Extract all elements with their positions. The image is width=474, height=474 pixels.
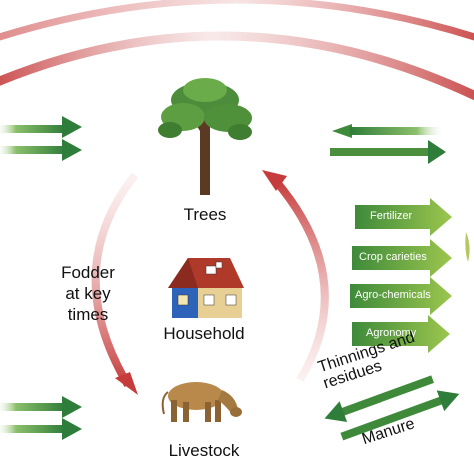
input-label-fertilizer: Fertilizer: [370, 210, 413, 222]
input-label-agro-chemicals: Agro-chemicals: [355, 289, 431, 301]
tree-icon: [158, 78, 252, 195]
cycle-arrow-left: [91, 172, 139, 388]
node-label-trees: Trees: [183, 205, 227, 224]
edge-leaf: [465, 232, 470, 262]
input-arrow-fertilizer: [355, 198, 452, 236]
cycle-arrowhead-right: [262, 170, 287, 191]
input-label-crop-varieties: Crop carieties: [359, 251, 427, 263]
input-arrow-agronomy: [352, 315, 450, 353]
input-label-agronomy: Agronomy: [366, 327, 417, 339]
left-arrows-bottom: [0, 396, 82, 440]
node-label-household: Household: [163, 324, 245, 343]
input-arrow-crop-varieties: [352, 239, 452, 277]
outer-arc-top: [0, 0, 474, 41]
cycle-label-fodder: Fodder at key times: [61, 263, 115, 324]
right-arrows-top: [330, 124, 446, 164]
cycle-arrowhead-left: [115, 372, 138, 395]
outer-arc-lower: [0, 31, 474, 101]
cow-icon: [161, 382, 242, 422]
cycle-arrow-right: [271, 177, 329, 383]
input-arrows: [350, 198, 452, 353]
left-arrows-top: [0, 116, 82, 161]
house-icon: [168, 258, 244, 318]
exchange-arrows: [324, 375, 460, 441]
input-arrow-agro-chemicals: [350, 277, 452, 315]
node-label-livestock: Livestock: [168, 441, 240, 460]
